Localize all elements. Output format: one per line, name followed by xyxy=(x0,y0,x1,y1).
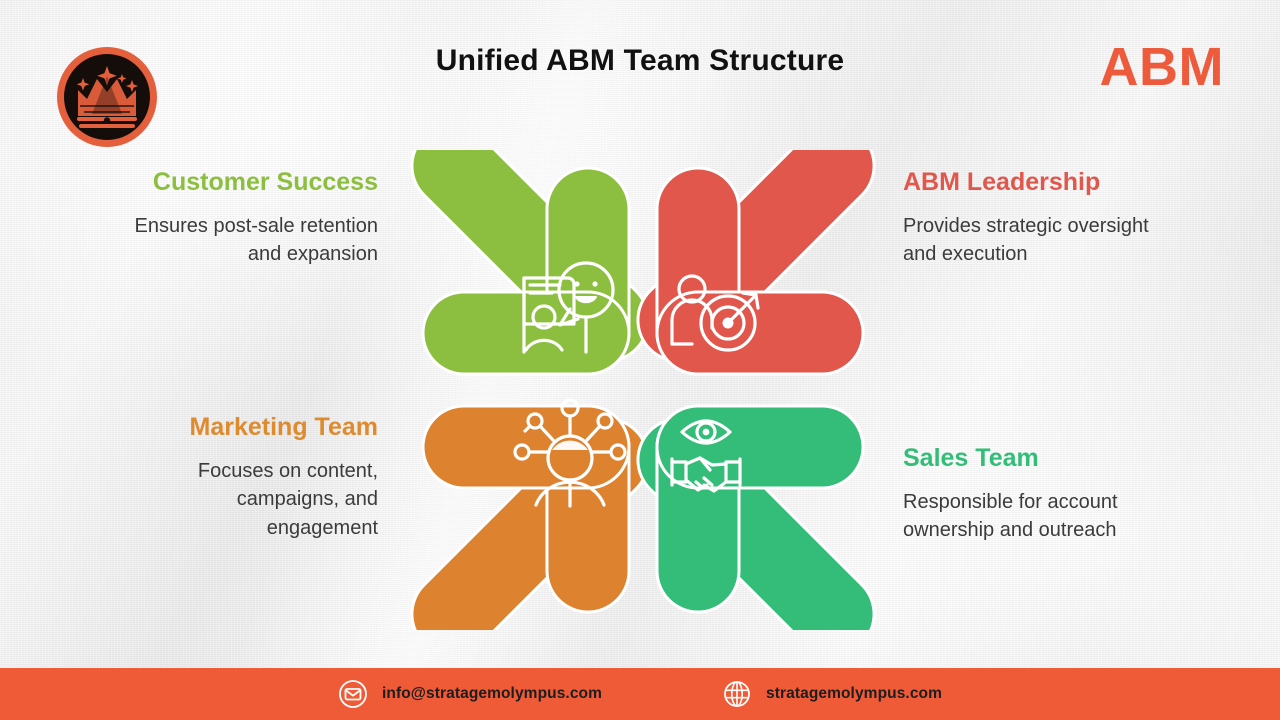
mountain-crown-logo-icon xyxy=(56,46,158,148)
footer-email[interactable]: info@stratagemolympus.com xyxy=(338,679,602,709)
quadrant-text-customer-success: Customer Success Ensures post-sale reten… xyxy=(130,165,378,269)
arrow-marketing-team xyxy=(410,404,650,630)
person-speech-bubble-icon xyxy=(522,261,615,354)
quadrant-description-marketing-team: Focuses on content, campaigns, and engag… xyxy=(197,460,378,539)
quadrant-heading-abm-leadership: ABM Leadership xyxy=(903,168,1101,196)
arrow-sales-team xyxy=(636,404,876,630)
globe-icon xyxy=(722,679,752,709)
quadrant-heading-sales-team: Sales Team xyxy=(903,444,1039,472)
quadrant-text-abm-leadership: ABM Leadership Provides strategic oversi… xyxy=(903,165,1153,269)
page-title: Unified ABM Team Structure xyxy=(435,44,845,77)
footer-contact-bar: info@stratagemolympus.com stratagemolymp… xyxy=(0,668,1280,720)
person-target-dart-icon xyxy=(670,274,760,352)
footer-website-label: stratagemolympus.com xyxy=(766,685,942,702)
footer-email-label: info@stratagemolympus.com xyxy=(381,685,602,702)
four-arrows-diagram xyxy=(404,150,882,630)
quadrant-heading-customer-success: Customer Success xyxy=(152,168,378,196)
person-network-nodes-icon xyxy=(513,398,627,508)
quadrant-description-sales-team: Responsible for account ownership and ou… xyxy=(903,491,1118,542)
arrow-abm-leadership xyxy=(636,150,876,376)
quadrant-text-sales-team: Sales Team Responsible for account owner… xyxy=(903,441,1153,545)
arrow-customer-success xyxy=(410,150,650,376)
handshake-eye-icon xyxy=(670,419,742,493)
quadrant-text-marketing-team: Marketing Team Focuses on content, campa… xyxy=(130,410,378,542)
quadrant-description-abm-leadership: Provides strategic oversight and executi… xyxy=(903,215,1149,266)
quadrant-description-customer-success: Ensures post-sale retention and expansio… xyxy=(134,215,378,266)
quadrant-heading-marketing-team: Marketing Team xyxy=(189,413,378,441)
brand-mark-abm: ABM xyxy=(1099,37,1224,97)
footer-website[interactable]: stratagemolympus.com xyxy=(722,679,942,709)
envelope-circle-icon xyxy=(338,679,368,709)
